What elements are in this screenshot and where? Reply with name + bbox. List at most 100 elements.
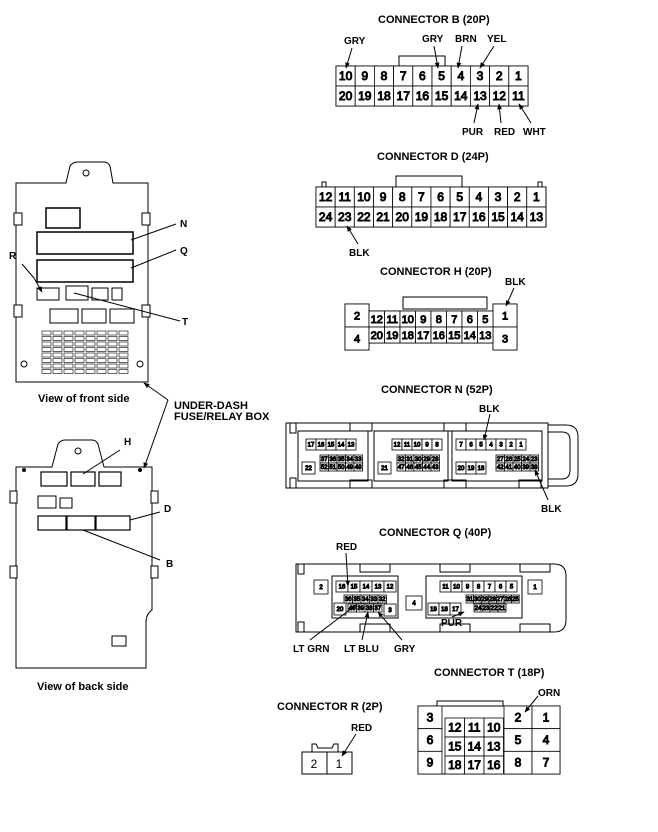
cd-pin-9: 9 [380,190,387,204]
cn-pin-17: 17 [308,443,315,449]
cn-pin-39: 39 [522,465,529,471]
ch-pin-16: 16 [433,330,445,342]
cq-wire-pur: PUR [441,618,463,629]
cd-pin-4: 4 [476,190,483,204]
ct-pin-12: 12 [448,721,462,735]
cq-pin-35: 35 [353,597,360,603]
fuse-slot [96,369,107,374]
cn-pin-18: 18 [478,466,485,472]
cd-pin-1: 1 [533,190,540,204]
cb-pin-17: 17 [397,89,411,103]
cn-pin-11: 11 [404,443,411,449]
cd-pin-2: 2 [514,190,521,204]
cq-pin-22: 22 [491,606,498,612]
cn-pin-20: 20 [458,466,465,472]
cn-pin-14: 14 [338,443,345,449]
cd-pin-14: 14 [511,210,525,224]
connector-b-title: CONNECTOR B (20P) [378,14,490,26]
connector-q-title: CONNECTOR Q (40P) [379,527,492,539]
fuse-slot [52,341,63,347]
fuse-slot [118,330,129,336]
cd-pin-5: 5 [456,190,463,204]
cq-pin-18: 18 [441,607,448,613]
cd-pin-24: 24 [319,210,333,224]
cn-pin-1-cell [515,438,527,451]
connector-h-title: CONNECTOR H (20P) [380,266,492,278]
cq-pin-34: 34 [362,597,369,603]
cq-pin-6: 6 [499,585,503,591]
cd-pin-19: 19 [415,210,429,224]
ct-pin-5: 5 [515,733,522,747]
cb-pin-14: 14 [454,89,468,103]
ct-pin-15: 15 [448,740,462,754]
cq-pin-7: 7 [488,585,492,591]
fuse-slot [74,341,85,347]
fuse-slot [41,347,52,352]
cb-pin-19: 19 [358,89,372,103]
cb-wire-gry-a: GRY [344,36,366,47]
ch-pin-9: 9 [420,314,426,326]
cq-pin-39: 39 [357,606,364,612]
fuse-box-name-line2: FUSE/RELAY BOX [174,411,270,423]
label-d: D [164,504,171,515]
cn-pin-45: 45 [415,465,422,471]
cn-pin-35: 35 [338,457,345,463]
fuse-slot [63,347,74,352]
cq-pin-15: 15 [351,585,358,591]
ct-pin-1: 1 [543,710,550,724]
cn-pin-2: 2 [509,443,513,449]
cq-wire-gry: GRY [394,644,416,655]
cb-pin-1: 1 [515,69,522,83]
cb-pin-12: 12 [493,89,507,103]
cd-pin-17: 17 [453,210,467,224]
cd-pin-16: 16 [472,210,486,224]
cn-pin-15: 15 [328,443,335,449]
cq-pin-5: 5 [510,585,514,591]
cd-pin-10: 10 [357,190,371,204]
ct-pin-9-cell [417,750,443,775]
cn-pin-7: 7 [459,443,463,449]
cq-pin-27: 27 [497,597,504,603]
ch-pin-4: 4 [354,334,360,346]
ch-pin-19: 19 [386,330,398,342]
cq-pin-2: 2 [319,585,323,591]
cn-pin-48: 48 [355,465,362,471]
ch-pin-15: 15 [448,330,460,342]
fuse-slot [118,358,129,363]
cn-pin-47: 47 [398,465,405,471]
cq-pin-4-cell [405,595,423,611]
fuse-slot [96,330,107,336]
cn-pin-44: 44 [423,465,430,471]
cn-pin-43: 43 [432,465,439,471]
ch-pin-6: 6 [467,314,473,326]
front-leader-lines [21,223,181,322]
ch-wire-blk: BLK [505,277,526,288]
cn-pin-41: 41 [505,465,512,471]
ch-pin-2: 2 [354,311,360,323]
fuse-slot [107,336,118,341]
cn-pin-33: 33 [355,457,362,463]
fuse-slot [63,358,74,363]
cn-pin-49: 49 [346,465,353,471]
ct-pin-3: 3 [427,710,434,724]
cq-pin-29: 29 [482,597,489,603]
cq-pin-13: 13 [375,585,382,591]
cb-pin-18: 18 [377,89,391,103]
cn-pin-31: 31 [406,457,413,463]
ct-pin-7: 7 [543,756,550,770]
fuse-slot [74,336,85,341]
fuse-slot [85,336,96,341]
ct-pin-11: 11 [468,721,481,735]
ct-pin-14: 14 [468,740,482,754]
cb-pin-11-cell [508,85,529,107]
fuse-slot [96,358,107,363]
fuse-slot [85,330,96,336]
cn-pin-13: 13 [348,443,355,449]
cd-pin-11: 11 [339,190,352,204]
cq-pin-17: 17 [452,607,459,613]
fuse-slot [96,363,107,369]
ct-pin-17: 17 [468,758,482,772]
